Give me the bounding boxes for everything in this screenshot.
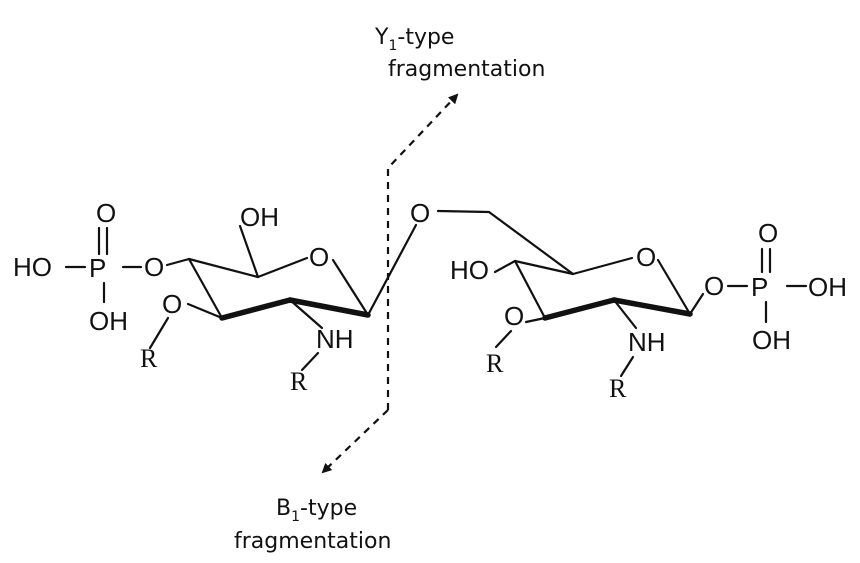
right-c2-c3-bond	[542, 297, 617, 321]
y1-fragmentation-arrow	[386, 93, 459, 410]
right-o5-c1-bond	[656, 258, 692, 316]
left-c2-c3-bond	[219, 297, 293, 321]
y1-caption-symbol: Y	[374, 25, 389, 50]
left-phosphate-ho: HO	[13, 252, 52, 282]
glycosidic-linkage: O	[366, 198, 575, 317]
y1-caption-line1: Y1-type	[374, 25, 454, 54]
left-n-r-bond	[300, 351, 320, 372]
y1-caption-line2: fragmentation	[388, 57, 545, 82]
left-c1-glycosidic-o-bond	[366, 223, 418, 317]
right-c6-c5-bond	[487, 210, 575, 276]
b1-caption: B1-type fragmentation	[234, 496, 391, 554]
left-c3-c4-bond	[187, 257, 224, 320]
left-o-c4-bond	[165, 257, 191, 267]
right-c4-c5-bond	[513, 259, 575, 276]
right-phosphate-o-link: O	[704, 271, 724, 301]
left-c5-o5-bond	[256, 256, 309, 279]
right-c2-n-bond	[612, 298, 638, 330]
b1-fragmentation-arrow	[321, 409, 389, 474]
right-c5-o5-bond	[571, 256, 634, 276]
left-ring-oxygen: O	[309, 242, 329, 272]
left-c4-c5-bond	[187, 257, 260, 279]
right-ring-oxygen: O	[636, 242, 656, 272]
b1-caption-line1: B1-type	[276, 496, 357, 525]
left-phosphorus: P	[89, 253, 106, 283]
right-phosphate-oh-right: OH	[808, 272, 847, 302]
right-phosphorus: P	[751, 272, 768, 302]
y1-caption-subscript: 1	[388, 38, 397, 54]
left-c3-o3-bond	[186, 302, 224, 320]
left-o3-r-bond	[148, 316, 170, 350]
left-o3-label: O	[162, 289, 182, 319]
right-phosphate-double-o: O	[758, 218, 778, 248]
right-c1-c2-bond	[611, 297, 693, 317]
left-o5-c1-bond	[331, 258, 370, 317]
right-sugar-ring: O HO O R NH R	[450, 242, 693, 403]
right-o3-r-label: R	[486, 349, 504, 378]
right-phosphate-oh-below: OH	[752, 325, 791, 355]
left-ch2oh-label: OH	[240, 202, 279, 232]
glycosidic-oxygen: O	[410, 198, 430, 228]
y1-caption: Y1-type fragmentation	[374, 25, 545, 82]
left-phosphate-o-link: O	[144, 252, 164, 282]
right-phosphate-group: O P OH O OH	[688, 218, 847, 355]
b1-caption-line2: fragmentation	[234, 529, 391, 554]
left-c1-c2-bond	[287, 297, 371, 318]
right-c3-o3-bond	[524, 316, 547, 324]
right-o3-label: O	[504, 301, 524, 331]
left-phosphate-double-o: O	[96, 198, 116, 228]
right-o3-r-bond	[494, 329, 513, 349]
right-nh-r-label: R	[609, 374, 627, 403]
b1-caption-subscript: 1	[291, 509, 300, 525]
right-c1-o-bond	[688, 292, 705, 316]
left-nh-r-label: R	[290, 367, 308, 396]
right-ho-c4-bond	[493, 259, 517, 274]
b1-caption-symbol: B	[276, 496, 291, 521]
fragmentation-arrows	[321, 93, 459, 474]
left-o3-r-label: R	[140, 344, 158, 373]
left-nh-label: NH	[316, 324, 354, 354]
right-c3-c4-bond	[513, 259, 547, 320]
right-nh-label: NH	[628, 327, 666, 357]
left-sugar-ring: O OH O R NH R	[140, 202, 371, 396]
left-phosphate-oh: OH	[89, 306, 128, 336]
right-n-r-bond	[619, 355, 635, 378]
left-phosphate-group: O HO P O OH	[13, 198, 191, 336]
right-ho4-label: HO	[450, 255, 489, 285]
y1-caption-type: -type	[397, 25, 454, 50]
b1-caption-type: -type	[300, 496, 357, 521]
left-c5-c6-bond	[238, 224, 260, 279]
left-c2-n-bond	[288, 298, 324, 330]
glycosidic-o-c6-bond	[436, 209, 491, 214]
